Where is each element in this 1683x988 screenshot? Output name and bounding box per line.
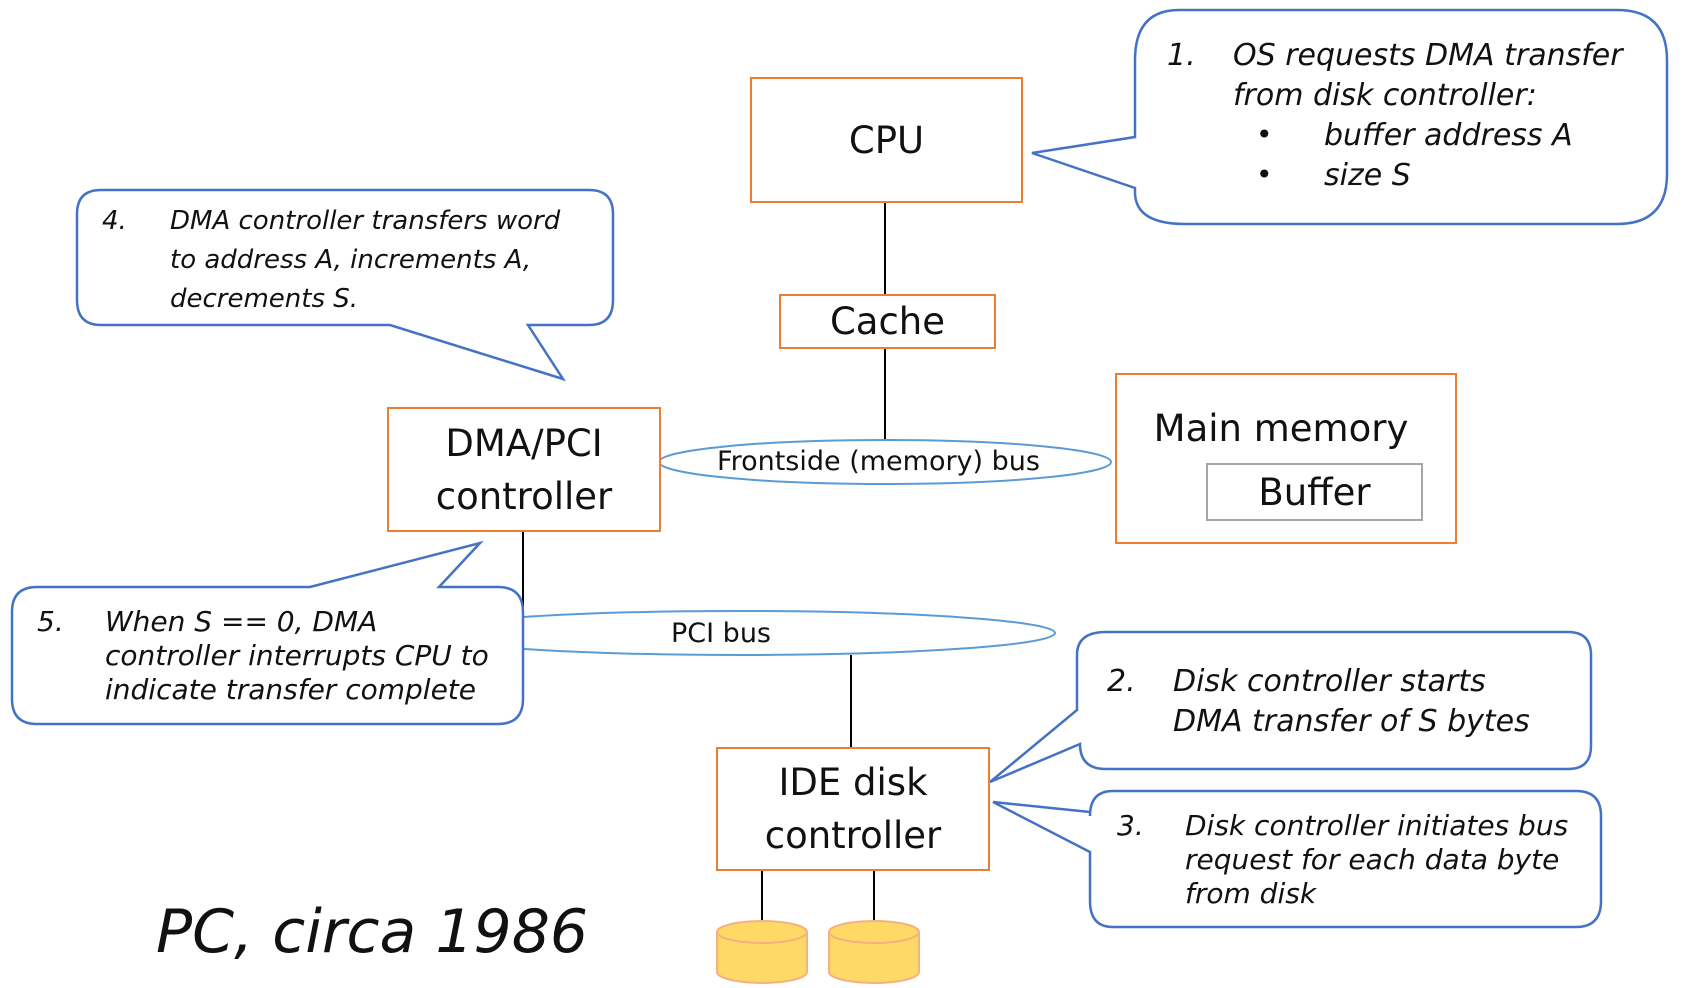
cache-box: Cache [779, 294, 996, 349]
callout-3-line3: from disk [1185, 877, 1317, 910]
dma-pci-controller-box: DMA/PCI controller [387, 407, 661, 532]
callout-5-line3: indicate transfer complete [105, 673, 476, 706]
cache-label: Cache [829, 300, 946, 343]
cpu-box: CPU [750, 77, 1023, 203]
callout-1-line2: from disk controller: [1233, 78, 1537, 113]
callout-1-shape [1031, 8, 1669, 226]
pci-bus-label: PCI bus [671, 618, 771, 649]
callout-2-line1: Disk controller starts [1173, 664, 1486, 699]
ide-label-line2: controller [764, 814, 942, 857]
callout-4-line2: to address A, increments A, [170, 245, 532, 275]
disk-1-icon [716, 920, 808, 984]
callout-4-number: 4. [102, 206, 127, 236]
callout-5-shape [10, 540, 525, 726]
main-memory-label: Main memory [1153, 407, 1409, 450]
callout-1-bullet-1-text: buffer address A [1324, 118, 1573, 153]
callout-3-number: 3. [1117, 809, 1144, 842]
callout-2-number: 2. [1107, 664, 1136, 699]
callout-2-shape [989, 630, 1593, 784]
ide-disk-controller-box: IDE disk controller [716, 747, 990, 871]
callout-3-line2: request for each data byte [1185, 843, 1560, 876]
cpu-label: CPU [848, 118, 925, 162]
callout-4-line3: decrements S. [170, 284, 359, 314]
callout-1-bullet-2: • [1256, 158, 1273, 191]
callout-1-bullet-1: • [1256, 118, 1273, 151]
callout-5-line1: When S == 0, DMA [105, 605, 378, 638]
callout-4-shape [75, 188, 615, 382]
buffer-label: Buffer [1258, 470, 1371, 514]
frontside-bus-label: Frontside (memory) bus [717, 446, 1040, 477]
dma-label-line2: controller [435, 474, 613, 518]
callout-1-number: 1. [1167, 38, 1196, 73]
callout-4-line1: DMA controller transfers word [170, 206, 561, 236]
callout-5-number: 5. [37, 605, 64, 638]
ide-label-line1: IDE disk [778, 761, 928, 804]
buffer-box: Buffer [1206, 463, 1423, 521]
disk-2-icon [828, 920, 920, 984]
callout-1-bullet-2-text: size S [1324, 158, 1411, 193]
diagram-caption: PC, circa 1986 [156, 897, 589, 967]
callout-5-line2: controller interrupts CPU to [105, 639, 489, 672]
dma-label-line1: DMA/PCI [445, 421, 603, 465]
callout-1-line1: OS requests DMA transfer [1233, 38, 1623, 73]
callout-3-shape [992, 789, 1603, 929]
callout-3-line1: Disk controller initiates bus [1185, 809, 1569, 842]
callout-2-line2: DMA transfer of S bytes [1173, 704, 1530, 739]
